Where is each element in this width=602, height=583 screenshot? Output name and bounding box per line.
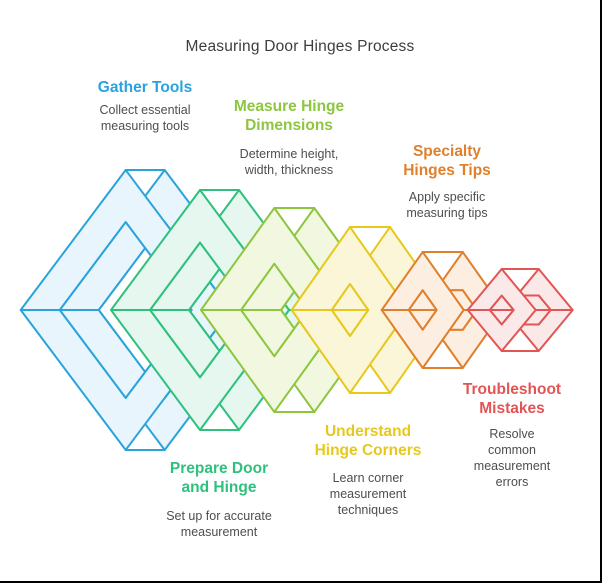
page-title: Measuring Door Hinges Process: [185, 38, 415, 55]
step-label-3: Measure Hinge Dimensions: [233, 98, 345, 134]
step-description-1: Collect essential measuring tools: [99, 103, 191, 133]
step-label-5: Specialty Hinges Tips: [403, 143, 491, 179]
step-description-2: Set up for accurate measurement: [166, 509, 272, 539]
step-description-6: Resolve common measurement errors: [473, 427, 551, 489]
step-description-4: Learn corner measurement techniques: [329, 471, 407, 517]
step-label-4: Understand Hinge Corners: [314, 423, 422, 459]
chain-link-6: [466, 268, 574, 352]
step-description-5: Apply specific measuring tips: [406, 190, 488, 220]
step-description-3: Determine height, width, thickness: [239, 147, 339, 177]
chain-link-5: [380, 251, 505, 369]
step-label-1: Gather Tools: [97, 79, 193, 96]
step-label-6: Troubleshoot Mistakes: [462, 381, 562, 417]
step-label-2: Prepare Door and Hinge: [169, 460, 269, 496]
